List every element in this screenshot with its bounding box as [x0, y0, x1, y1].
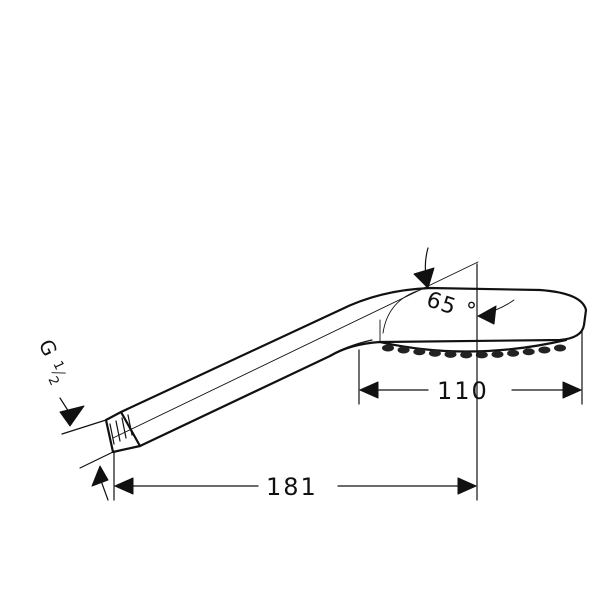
thread-connector-ridge-3 [121, 417, 127, 439]
spray-face-rim [378, 338, 568, 353]
spray-nozzle [507, 349, 520, 357]
angle-value: 65 [423, 287, 459, 320]
angle-unit: ° [466, 299, 478, 324]
spray-nozzle [554, 344, 566, 352]
spray-nozzle [491, 350, 504, 358]
spray-nozzles [382, 344, 566, 359]
total-arrow-right [457, 477, 477, 495]
thread-connector-ridge-1 [109, 423, 115, 445]
handle-collar-line [120, 411, 141, 447]
spray-nozzle [475, 351, 488, 359]
spray-nozzle [428, 349, 441, 357]
head-length-dimension: 110 [358, 329, 583, 405]
thread-arrow-top [59, 405, 85, 427]
total-arrow-left [114, 477, 134, 495]
thread-fraction-bar [51, 372, 66, 374]
thread-annotation: G 1 2 [34, 336, 114, 501]
angle-annotation: 65 ° [379, 247, 515, 343]
head-arrow-left [359, 381, 379, 399]
total-length-value: 181 [266, 473, 318, 501]
spray-nozzle [397, 346, 410, 354]
spray-nozzle [538, 346, 551, 354]
thread-connector-ridge-2 [115, 420, 121, 442]
head-length-value: 110 [437, 377, 489, 405]
thread-arrow-bottom [91, 465, 109, 487]
thread-extension-bottom [79, 451, 114, 469]
angle-arc [382, 289, 421, 334]
spray-nozzle [413, 348, 426, 356]
spray-nozzle [522, 348, 535, 356]
thread-label: G 1 2 [34, 336, 67, 388]
thread-leader-bottom [99, 477, 109, 501]
angle-arrow-right [477, 305, 497, 325]
spray-nozzle [382, 344, 394, 352]
thread-fraction-denominator: 2 [45, 374, 62, 388]
thread-fraction-numerator: 1 [49, 359, 66, 373]
handle-top-edge [119, 286, 588, 448]
head-inner-contour [325, 339, 373, 359]
spray-nozzle [460, 351, 473, 359]
hand-shower-outline [104, 261, 588, 454]
thread-extension-top [61, 419, 107, 435]
spray-face [378, 338, 568, 359]
spray-nozzle [444, 350, 457, 358]
head-arrow-right [562, 381, 582, 399]
thread-letter: G [34, 336, 62, 360]
angle-arrow-top [413, 267, 435, 289]
total-length-dimension: 181 [113, 263, 478, 501]
